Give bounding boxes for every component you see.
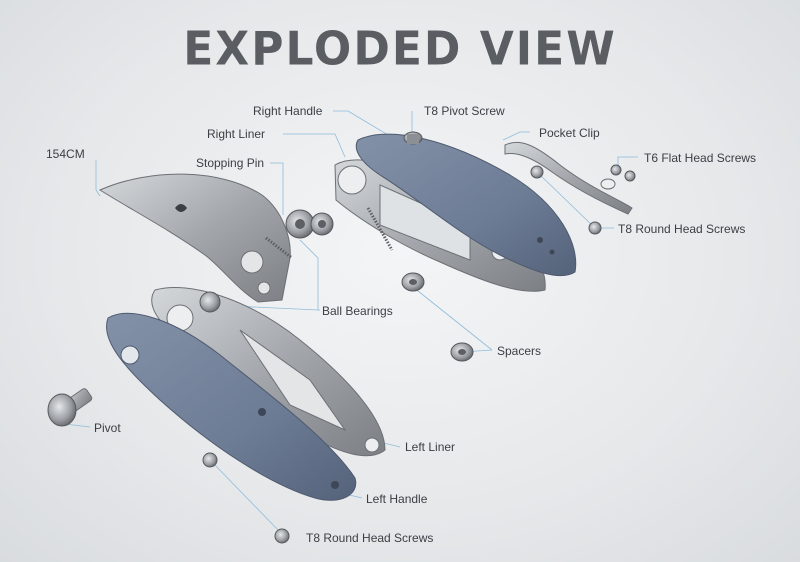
label-spacers: Spacers (497, 344, 542, 358)
label-left-handle: Left Handle (366, 492, 428, 506)
label-pivot: Pivot (94, 421, 121, 435)
label-ball-bearings: Ball Bearings (322, 304, 393, 318)
leader-pocket-clip (502, 131, 530, 141)
right-handle-part (355, 133, 577, 277)
leader-t6-screws (617, 156, 638, 168)
blade-part (98, 173, 293, 303)
label-t8-round-head-screws-top: T8 Round Head Screws (618, 222, 746, 236)
leader-lines (64, 110, 638, 533)
label-154cm: 154CM (46, 147, 85, 161)
leader-spacers-1 (412, 286, 493, 351)
leader-154cm (95, 160, 101, 197)
t8-round-head-screws-bottom-part (202, 452, 290, 544)
label-right-liner: Right Liner (207, 127, 266, 141)
t8-pivot-screw-part (403, 131, 423, 145)
left-liner-part (151, 286, 386, 457)
pocket-clip-part (504, 141, 633, 215)
label-left-liner: Left Liner (405, 440, 456, 454)
leader-t8-round-bottom (211, 461, 281, 533)
leader-right-handle (333, 110, 394, 139)
t8-round-head-screws-top-part (530, 165, 602, 235)
label-t8-round-head-screws-bottom: T8 Round Head Screws (306, 531, 434, 545)
label-t8-pivot-screw: T8 Pivot Screw (424, 104, 505, 118)
leader-pivot (64, 423, 91, 428)
t6-flat-head-screws-part (610, 164, 636, 182)
label-right-handle: Right Handle (253, 104, 323, 118)
label-t6-flat-head-screws: T6 Flat Head Screws (644, 151, 757, 165)
spacers-part (401, 272, 474, 362)
leader-right-liner (283, 133, 346, 158)
label-pocket-clip: Pocket Clip (539, 126, 600, 140)
diagram-title: EXPLODED VIEW (183, 22, 617, 77)
stopping-pin-part (285, 209, 334, 239)
pivot-part (47, 388, 93, 427)
leader-stopping-pin (270, 162, 284, 215)
leader-ball-bearings-1 (299, 239, 320, 311)
left-handle-part (106, 312, 357, 501)
label-stopping-pin: Stopping Pin (196, 156, 265, 170)
